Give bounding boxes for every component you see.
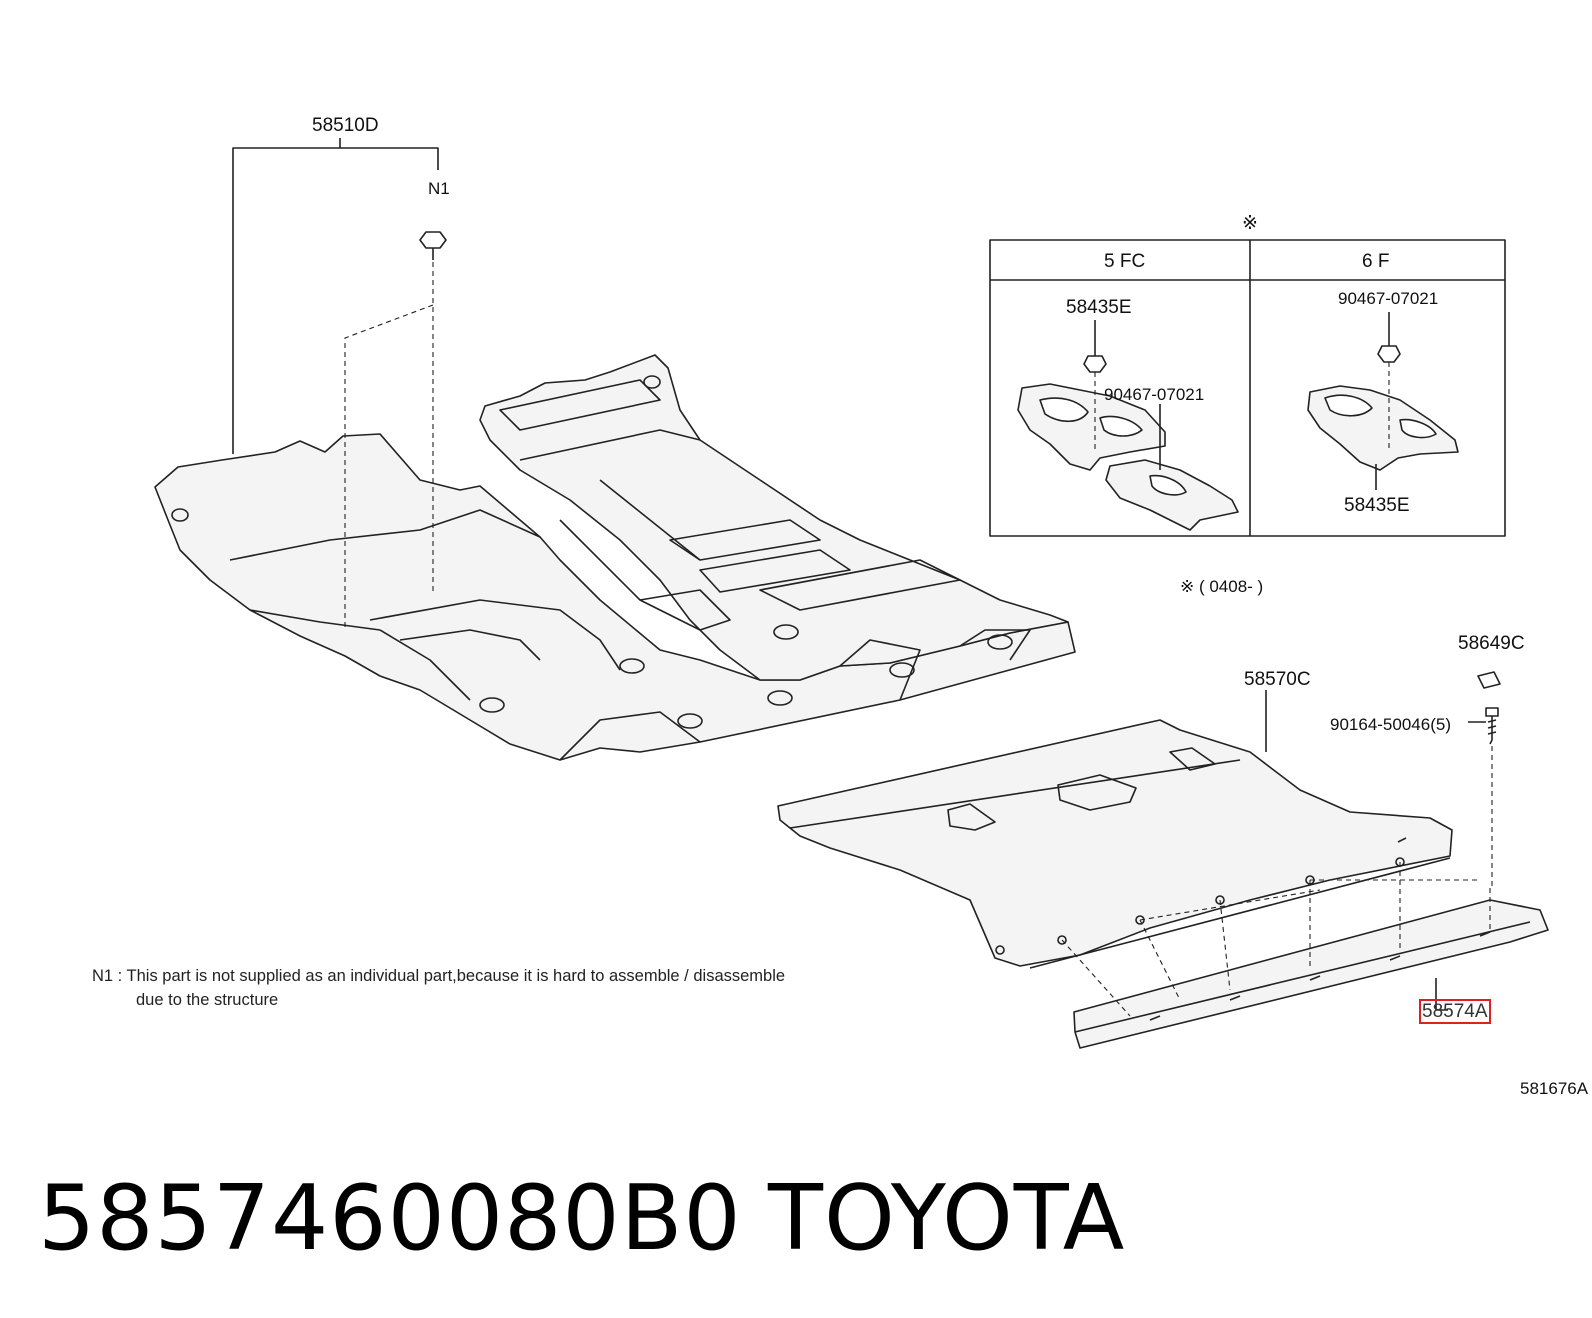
callout-58435e-5fc: 58435E	[1066, 297, 1132, 318]
bolt-5fc-icon	[1083, 320, 1107, 373]
n1-clip-icon	[419, 231, 447, 260]
bolt-6f-icon	[1377, 312, 1401, 363]
callout-58570c: 58570C	[1244, 669, 1311, 690]
brand-name: TOYOTA	[768, 1166, 1126, 1271]
callout-90467-07021-5fc: 90467-07021	[1104, 385, 1205, 404]
variant-col-header-6f: 6 F	[1362, 251, 1390, 272]
leader-58510d	[232, 147, 439, 454]
console-6f	[1307, 385, 1459, 471]
callout-58574a: 58574A	[1419, 999, 1491, 1024]
callout-58510d: 58510D	[312, 115, 379, 136]
clip-icon	[1477, 671, 1501, 689]
callout-58649c: 58649C	[1458, 633, 1525, 654]
callout-90467-07021-6f: 90467-07021	[1338, 289, 1439, 308]
note-line-1: N1 : This part is not supplied as an ind…	[92, 967, 786, 985]
callout-58435e-6f: 58435E	[1344, 495, 1410, 516]
rear-alignment-lines	[1061, 862, 1491, 1017]
leader-58574a	[1435, 978, 1448, 1011]
part-number: 5857460080B0	[38, 1166, 742, 1271]
rear-floor-panel	[1073, 899, 1549, 1049]
callout-n1: N1	[428, 179, 450, 198]
diagram-id: 581676A	[1520, 1079, 1589, 1098]
variant-table	[989, 239, 1506, 537]
variant-table-symbol: ※	[1242, 213, 1258, 234]
variant-footnote: ※ ( 0408- )	[1180, 577, 1264, 596]
console-5fc	[1017, 383, 1239, 531]
note-line-2: due to the structure	[136, 991, 279, 1009]
screw-icon	[1485, 707, 1499, 745]
variant-col-header-5fc: 5 FC	[1104, 251, 1146, 272]
rear-floor-carpet	[777, 719, 1453, 969]
callout-90164-50046: 90164-50046(5)	[1330, 715, 1451, 734]
main-floor-carpet	[154, 354, 1076, 761]
